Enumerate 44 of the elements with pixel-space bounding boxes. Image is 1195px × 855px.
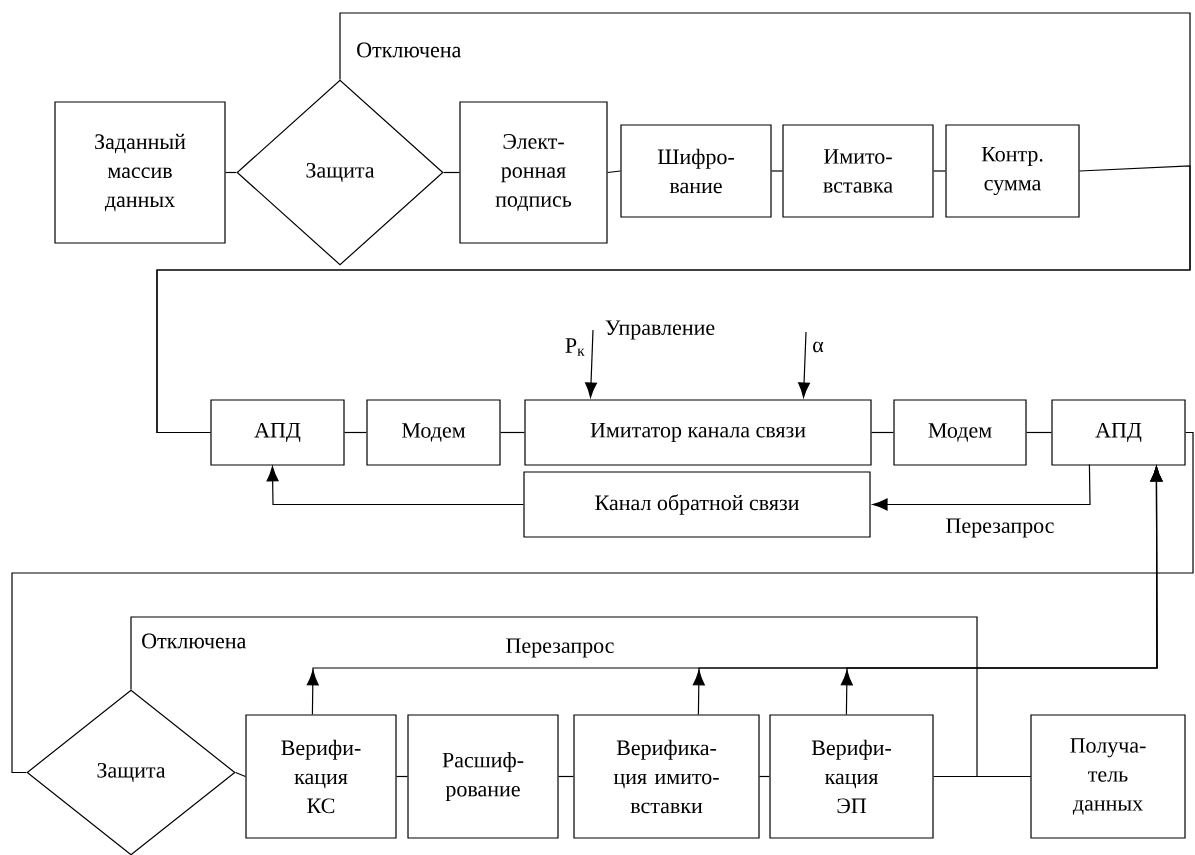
process-box: Шифро- вание [620,124,772,218]
connector-line [156,12,1191,434]
connector-line [500,431,525,434]
process-box: Элект- ронная подпись [459,101,608,244]
connector-line [771,170,783,172]
arrow [872,463,1091,511]
process-box: АПД [210,399,345,466]
process-box: Контр. сумма [945,124,1080,218]
connector-line [1026,431,1052,434]
edge-label: Перезапрос [504,637,616,659]
arrow [266,466,524,506]
connector-line [607,170,621,174]
edge-label: Отключена [140,632,248,650]
process-box: Расшиф- рование [407,714,559,839]
connector-line [871,431,894,434]
connector-line [396,775,408,778]
connector-line [225,171,237,174]
connector-line [443,171,460,174]
process-box: Модем [366,399,501,466]
process-box: Получа- тель данных [1030,714,1186,839]
process-box: Имитатор канала связи [524,399,872,466]
process-box: Канал обратной связи [523,471,871,538]
connector-line [130,616,1031,778]
process-box: Модем [893,399,1027,466]
connector-line [11,431,1194,774]
arrow [798,331,811,398]
text-label: Управление [605,320,715,340]
process-box: Верифи- кация КС [245,714,397,839]
edge-label: Р$_{к}$ [563,337,587,357]
connector-line [235,771,246,778]
edge-label: Перезапрос [944,517,1056,539]
process-box: Верифи- кация ЭП [769,714,934,839]
connector-line [344,431,367,434]
process-box: АПД [1051,399,1186,466]
process-box: Заданный массив данных [54,101,226,244]
process-box: Верифика- ция имито- вставки [573,714,760,839]
process-box: Имито- вставка [782,124,934,218]
connector-line [759,775,770,778]
connector-line [558,775,574,778]
arrow [585,329,598,398]
arrow [840,466,1163,715]
connector-line [933,170,946,172]
edge-label: α [811,340,825,354]
edge-label: Отключена [355,41,463,59]
